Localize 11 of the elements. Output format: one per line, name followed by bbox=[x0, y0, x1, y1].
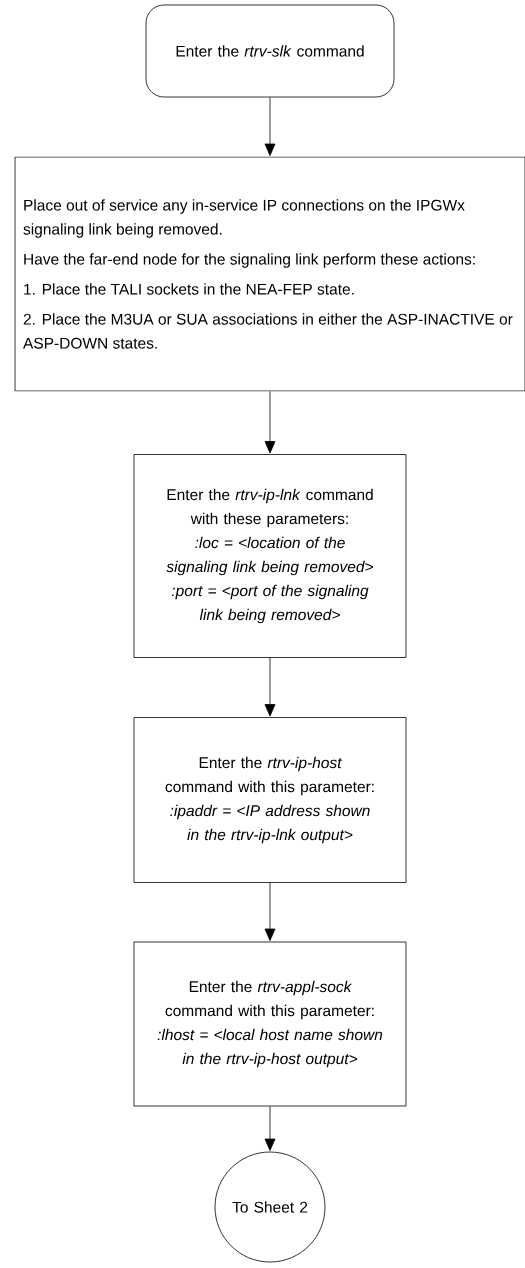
arrow bbox=[264, 882, 276, 941]
process-box: Place out of service any in-service IP connections on the IPGWx signaling link being removed. Have the far-end node for the signaling link perform these actions: 1. Place the TALI sockets in the NEA-FEP state. 2. Place the M3UA or SUA associations in either the ASP-INACTIVE or ASP-DOWN states. bbox=[14, 156, 525, 392]
arrow bbox=[264, 1106, 276, 1151]
arrow bbox=[264, 97, 276, 156]
arrow bbox=[264, 391, 276, 454]
process-box: Enter the rtrv-ip-host command with this parameter: :ipaddr = <IP address shown in the rtrv-ip-lnk output> bbox=[133, 717, 407, 883]
process-box: Enter the rtrv-ip-lnk command with these parameters: :loc = <location of the signaling link being removed> :port = <port of the signaling link being removed> bbox=[133, 454, 407, 658]
start-terminal: Enter the rtrv-slk command bbox=[145, 4, 395, 98]
arrow bbox=[264, 657, 276, 717]
process-box: Enter the rtrv-appl-sock command with this parameter: :lhost = <local host name shown in the rtrv-ip-host output> bbox=[133, 941, 407, 1107]
off-page-connector: To Sheet 2 bbox=[214, 1151, 326, 1263]
